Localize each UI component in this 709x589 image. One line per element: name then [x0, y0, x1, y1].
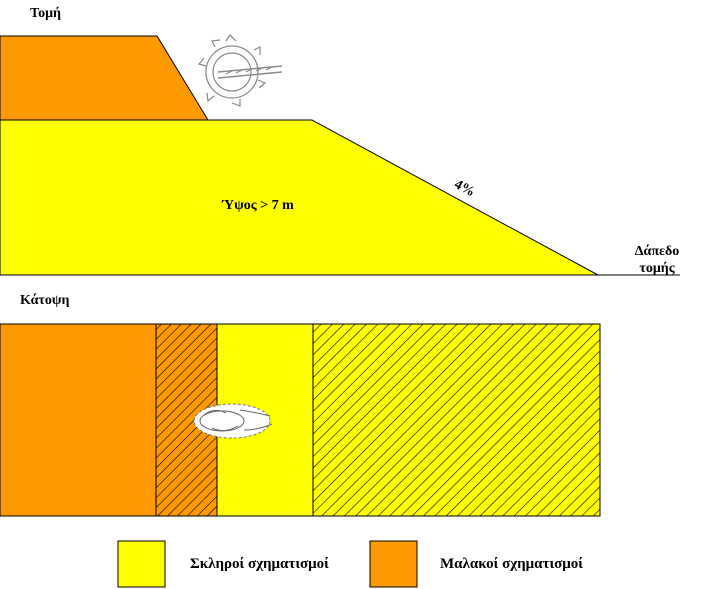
legend-hard-label: Σκληροί σχηματισμοί [190, 556, 329, 572]
height-label: Ύψος > 7 m [221, 198, 294, 213]
plan-title: Κάτοψη [20, 293, 70, 308]
hard-layer-plan-hatched [312, 323, 601, 517]
floor-label-line2: τομής [639, 261, 675, 276]
bucket-wheel-excavator-icon [197, 34, 283, 107]
hard-layer-section [0, 119, 599, 276]
excavator-top-view-icon [193, 403, 273, 439]
slope-label: 4% [452, 177, 478, 200]
legend-soft-label: Μαλακοί σχηματισμοί [440, 556, 583, 572]
legend-soft-swatch [369, 540, 418, 588]
soft-layer-plan [0, 323, 157, 517]
section-title: Τομή [30, 6, 61, 21]
legend-hard-swatch [117, 540, 166, 588]
floor-label-line1: Δάπεδο [635, 244, 680, 259]
soft-layer-section [0, 35, 209, 121]
